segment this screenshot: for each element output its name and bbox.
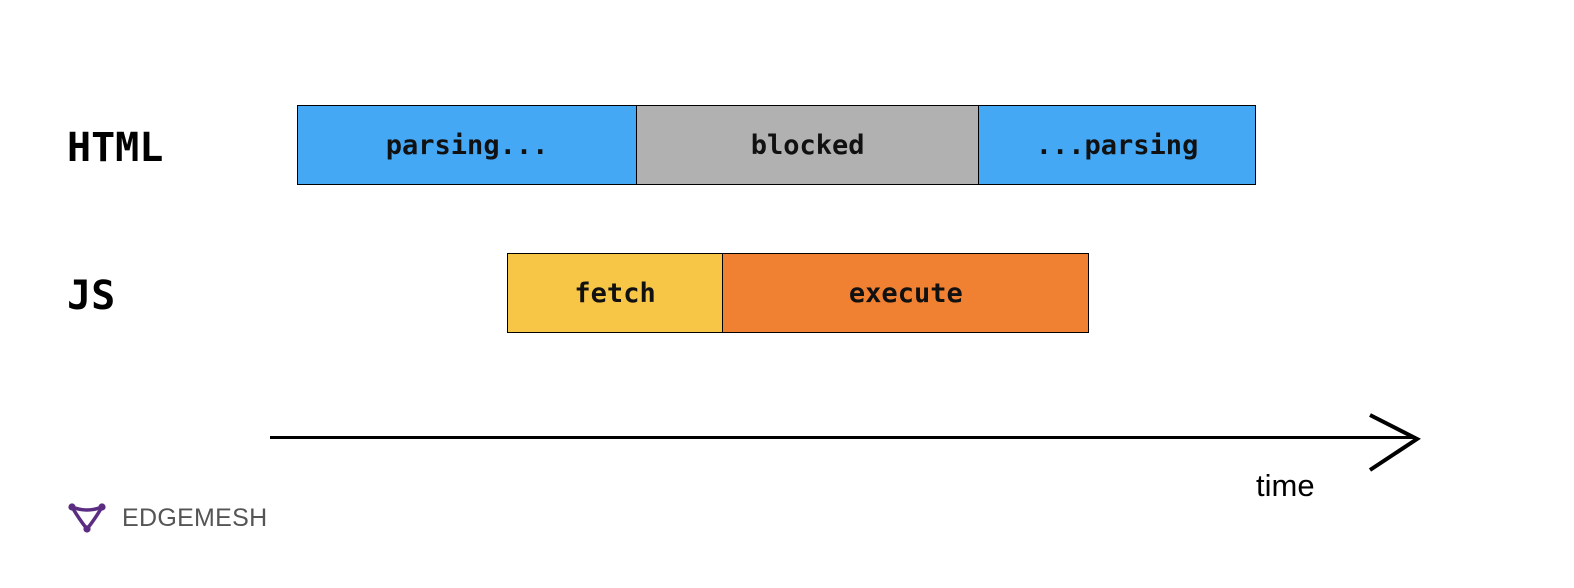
edgemesh-logo-icon — [68, 503, 106, 533]
html-segment-parsing: parsing... — [297, 105, 638, 185]
time-axis-line — [270, 436, 1416, 439]
edgemesh-logo-text: EDGEMESH — [122, 503, 268, 532]
row-label-js: JS — [67, 273, 116, 319]
edgemesh-logo: EDGEMESH — [68, 502, 267, 534]
time-axis-label: time — [1256, 468, 1315, 503]
time-axis-arrow-icon — [1368, 413, 1421, 472]
js-segment-execute: execute — [722, 253, 1090, 333]
html-segment-parsing: ...parsing — [978, 105, 1256, 185]
row-label-html: HTML — [67, 125, 164, 171]
js-segment-fetch: fetch — [506, 253, 724, 333]
html-segment-blocked: blocked — [636, 105, 980, 185]
